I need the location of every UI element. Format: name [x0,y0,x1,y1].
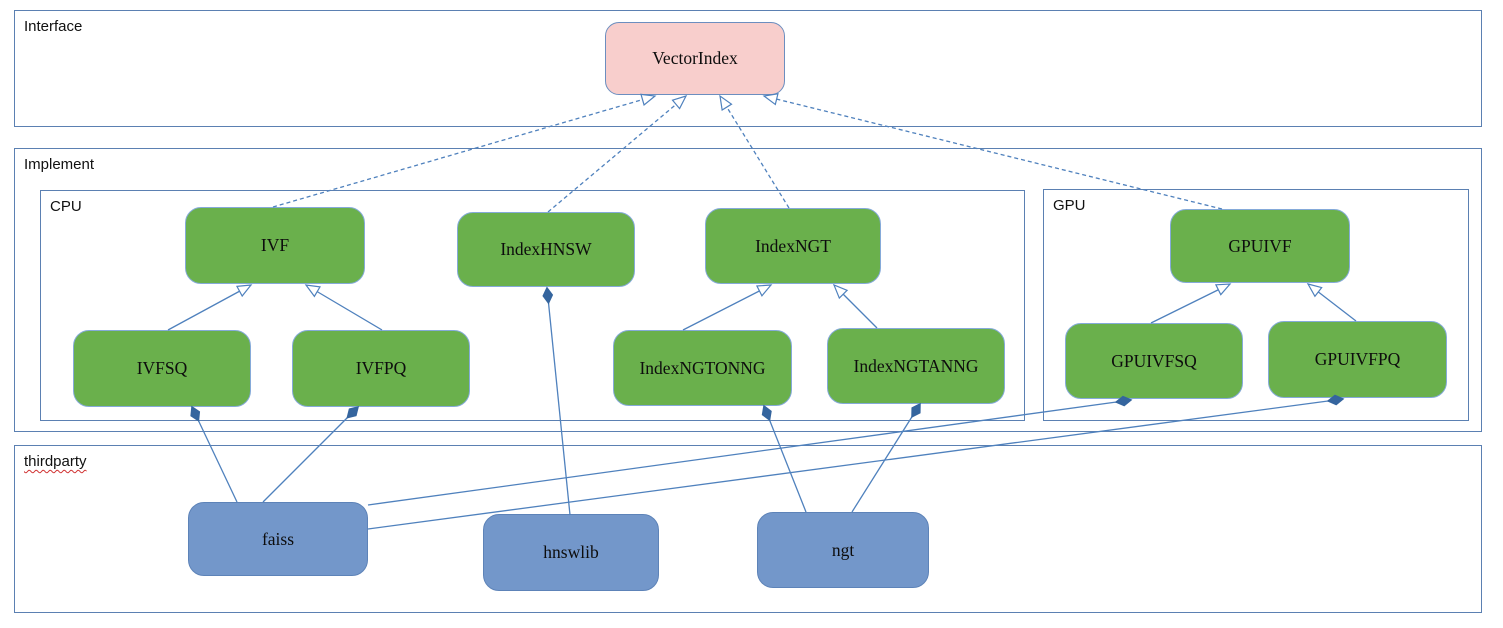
node-gpuivfsq[interactable]: GPUIVFSQ [1065,323,1243,399]
node-label-gpuivfsq: GPUIVFSQ [1111,350,1197,371]
node-ivfpq[interactable]: IVFPQ [292,330,470,407]
container-label-implement: Implement [24,156,95,173]
node-gpuivfpq[interactable]: GPUIVFPQ [1268,321,1447,398]
node-hnswlib[interactable]: hnswlib [483,514,659,591]
node-indexngt[interactable]: IndexNGT [705,208,881,284]
node-label-indexngt: IndexNGT [755,235,831,256]
node-faiss[interactable]: faiss [188,502,368,576]
container-label-interface: Interface [24,18,83,35]
node-gpuivf[interactable]: GPUIVF [1170,209,1350,283]
node-label-indexhnsw: IndexHNSW [500,239,592,259]
node-label-hnswlib: hnswlib [543,542,599,562]
node-label-ivf: IVF [260,235,290,255]
node-label-indexngtonng: IndexNGTONNG [639,357,766,378]
node-indexngtanng[interactable]: IndexNGTANNG [827,328,1005,404]
container-label-cpu: CPU [50,198,82,215]
node-label-gpuivfpq: GPUIVFPQ [1314,349,1401,369]
node-label-ivfsq: IVFSQ [136,358,188,378]
node-label-indexngtanng: IndexNGTANNG [853,355,979,376]
node-ivfsq[interactable]: IVFSQ [73,330,251,407]
node-indexngtonng[interactable]: IndexNGTONNG [613,330,792,406]
container-label-gpu: GPU [1053,197,1086,214]
node-ngt[interactable]: ngt [757,512,929,588]
node-indexhnsw[interactable]: IndexHNSW [457,212,635,287]
node-ivf[interactable]: IVF [185,207,365,284]
node-label-vectorindex: VectorIndex [652,48,738,68]
container-label-thirdparty: thirdparty [24,453,87,470]
node-label-ngt: ngt [831,539,855,560]
node-label-gpuivf: GPUIVF [1228,235,1292,256]
node-vectorindex[interactable]: VectorIndex [605,22,785,95]
node-label-ivfpq: IVFPQ [355,358,407,378]
node-label-faiss: faiss [261,528,295,549]
